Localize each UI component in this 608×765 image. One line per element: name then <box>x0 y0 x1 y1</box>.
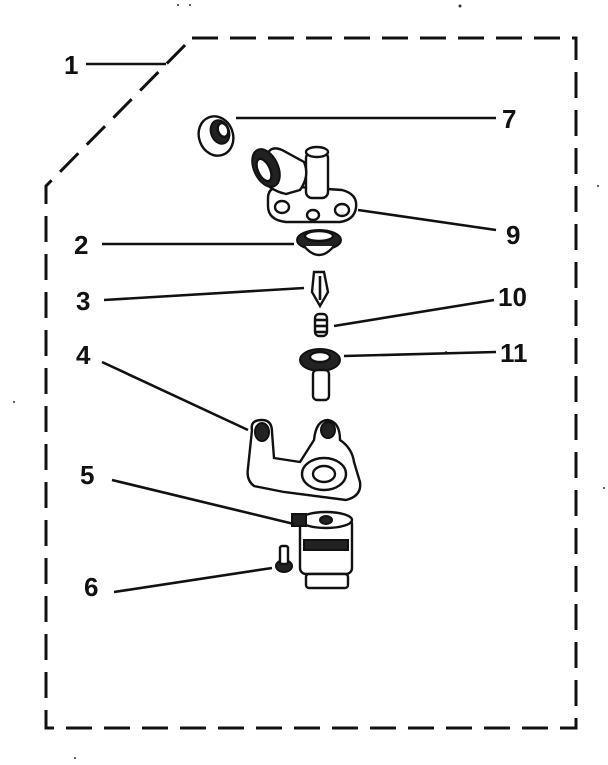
callout-5: 5 <box>80 460 94 490</box>
callout-2: 2 <box>74 230 88 260</box>
leader-5 <box>111 478 295 526</box>
callout-3: 3 <box>76 286 90 316</box>
callout-9: 9 <box>506 220 520 250</box>
leader-6 <box>113 566 273 594</box>
leader-11 <box>343 350 497 358</box>
part-11-flow-washer <box>299 348 341 402</box>
part-4-bracket <box>246 418 362 502</box>
part-7-ring <box>197 115 235 157</box>
callout-10: 10 <box>498 282 527 312</box>
part-9-valve-body <box>251 145 358 224</box>
leader-9 <box>357 208 497 232</box>
part-3-pin <box>310 270 330 309</box>
callout-4: 4 <box>76 340 91 370</box>
part-2-diaphragm <box>296 229 342 257</box>
leader-4 <box>101 360 249 432</box>
part-5-solenoid <box>291 510 354 590</box>
part-10-spring <box>313 312 329 338</box>
callout-6: 6 <box>84 572 98 602</box>
part-6-screw <box>275 544 293 573</box>
leader-10 <box>333 298 495 328</box>
assembly-frame-outline <box>44 36 578 730</box>
callout-1: 1 <box>64 50 78 80</box>
leader-3 <box>103 286 305 302</box>
callout-11: 11 <box>500 338 528 368</box>
leader-lines <box>86 62 497 594</box>
callout-labels: 1 2 3 4 5 6 7 9 10 11 <box>64 50 528 602</box>
callout-7: 7 <box>502 104 516 134</box>
